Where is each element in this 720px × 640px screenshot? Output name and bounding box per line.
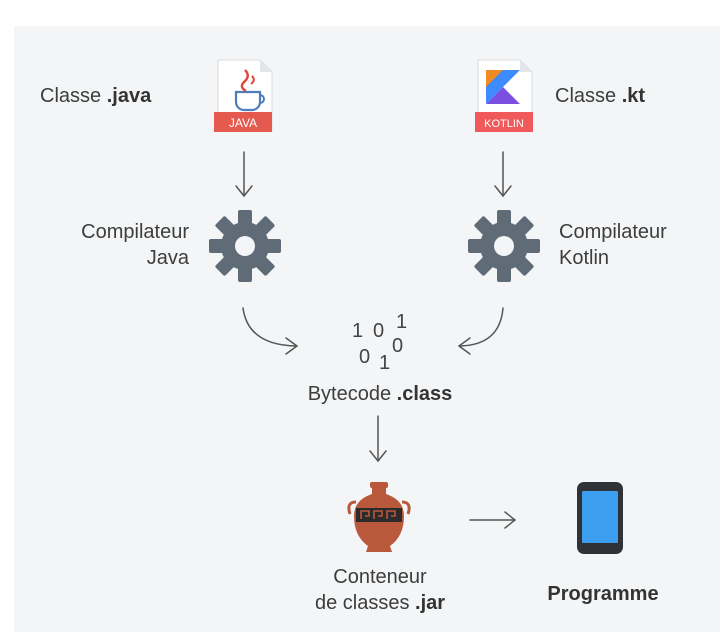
java-class-label: Classe .java <box>40 83 151 109</box>
bytecode-label: Bytecode .class <box>260 381 500 407</box>
arrow-head <box>494 185 512 198</box>
arrow-kotlin-to-bytecode <box>459 307 504 347</box>
jar-container-line2-prefix: de classes <box>314 592 416 614</box>
kotlin-class-label-prefix: Classe <box>555 85 622 107</box>
java-file-icon <box>214 59 273 132</box>
amphora-icon <box>347 482 411 552</box>
arrow-head <box>369 450 387 463</box>
java-class-label-ext: .java <box>106 85 152 107</box>
arrow-head <box>457 337 471 355</box>
java-compiler-line2: Java <box>146 247 189 269</box>
java-class-label-prefix: Classe <box>40 85 107 107</box>
kotlin-compiler-label: Compilateur Kotlin <box>559 219 667 271</box>
jar-container-line1: Conteneur <box>333 566 427 588</box>
jar-container-label: Conteneur de classes .jar <box>280 564 480 616</box>
binary-digit: 0 <box>392 335 404 357</box>
binary-digit: 1 <box>396 311 408 333</box>
binary-digit: 1 <box>352 320 364 342</box>
binary-digit: 0 <box>359 346 371 368</box>
bytecode-label-prefix: Bytecode <box>307 383 397 405</box>
jar-container-line2-ext: .jar <box>415 592 446 614</box>
kotlin-badge-text: KOTLIN <box>484 118 524 130</box>
bytecode-label-ext: .class <box>396 383 453 405</box>
binary-digit: 0 <box>373 320 385 342</box>
gear-icon <box>209 210 281 282</box>
gear-icon <box>468 210 540 282</box>
java-compiler-line1: Compilateur <box>81 221 189 243</box>
kotlin-class-label: Classe .kt <box>555 83 645 109</box>
binary-digit: 1 <box>379 352 391 374</box>
kotlin-compiler-line1: Compilateur <box>559 221 667 243</box>
kotlin-badge <box>475 112 533 132</box>
arrow-head <box>235 185 253 198</box>
arrow-head <box>285 337 299 355</box>
program-label: Programme <box>547 583 659 605</box>
kotlin-class-label-ext: .kt <box>621 85 646 107</box>
kotlin-file-icon <box>475 59 533 132</box>
java-badge-text: JAVA <box>229 116 257 130</box>
arrow-head <box>504 511 517 529</box>
kotlin-compiler-line2: Kotlin <box>559 247 610 269</box>
smartphone-icon <box>577 482 623 554</box>
arrow-java-to-bytecode <box>242 307 297 347</box>
java-compiler-label: Compilateur Java <box>40 219 189 271</box>
java-badge <box>214 112 272 132</box>
